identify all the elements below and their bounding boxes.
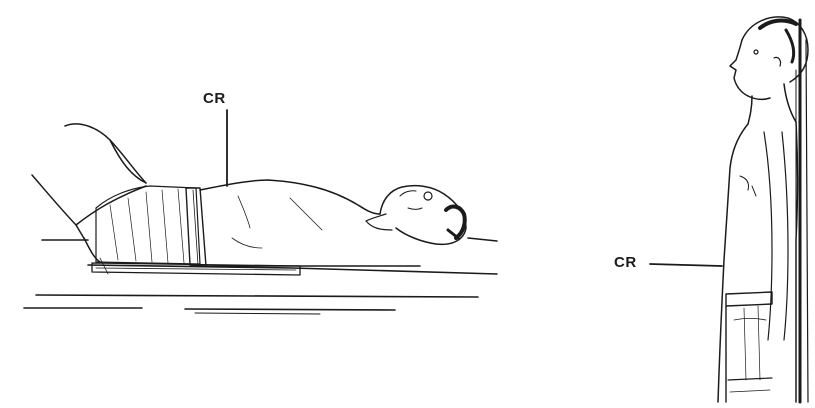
- central-ray-label-left: CR: [203, 90, 226, 107]
- central-ray-line-right: [650, 264, 722, 266]
- table-surface: [24, 238, 497, 314]
- supine-patient-drawing: [24, 110, 497, 314]
- legs: [32, 124, 146, 262]
- upright-neck: [748, 84, 796, 124]
- upright-shorts: [726, 292, 772, 402]
- head: [366, 186, 466, 245]
- waist-band: [186, 188, 206, 266]
- upright-patient-drawing: [650, 17, 808, 402]
- upright-torso: [718, 122, 798, 402]
- lap-cover: [96, 186, 200, 264]
- central-ray-label-right: CR: [614, 254, 637, 271]
- torso: [200, 180, 420, 266]
